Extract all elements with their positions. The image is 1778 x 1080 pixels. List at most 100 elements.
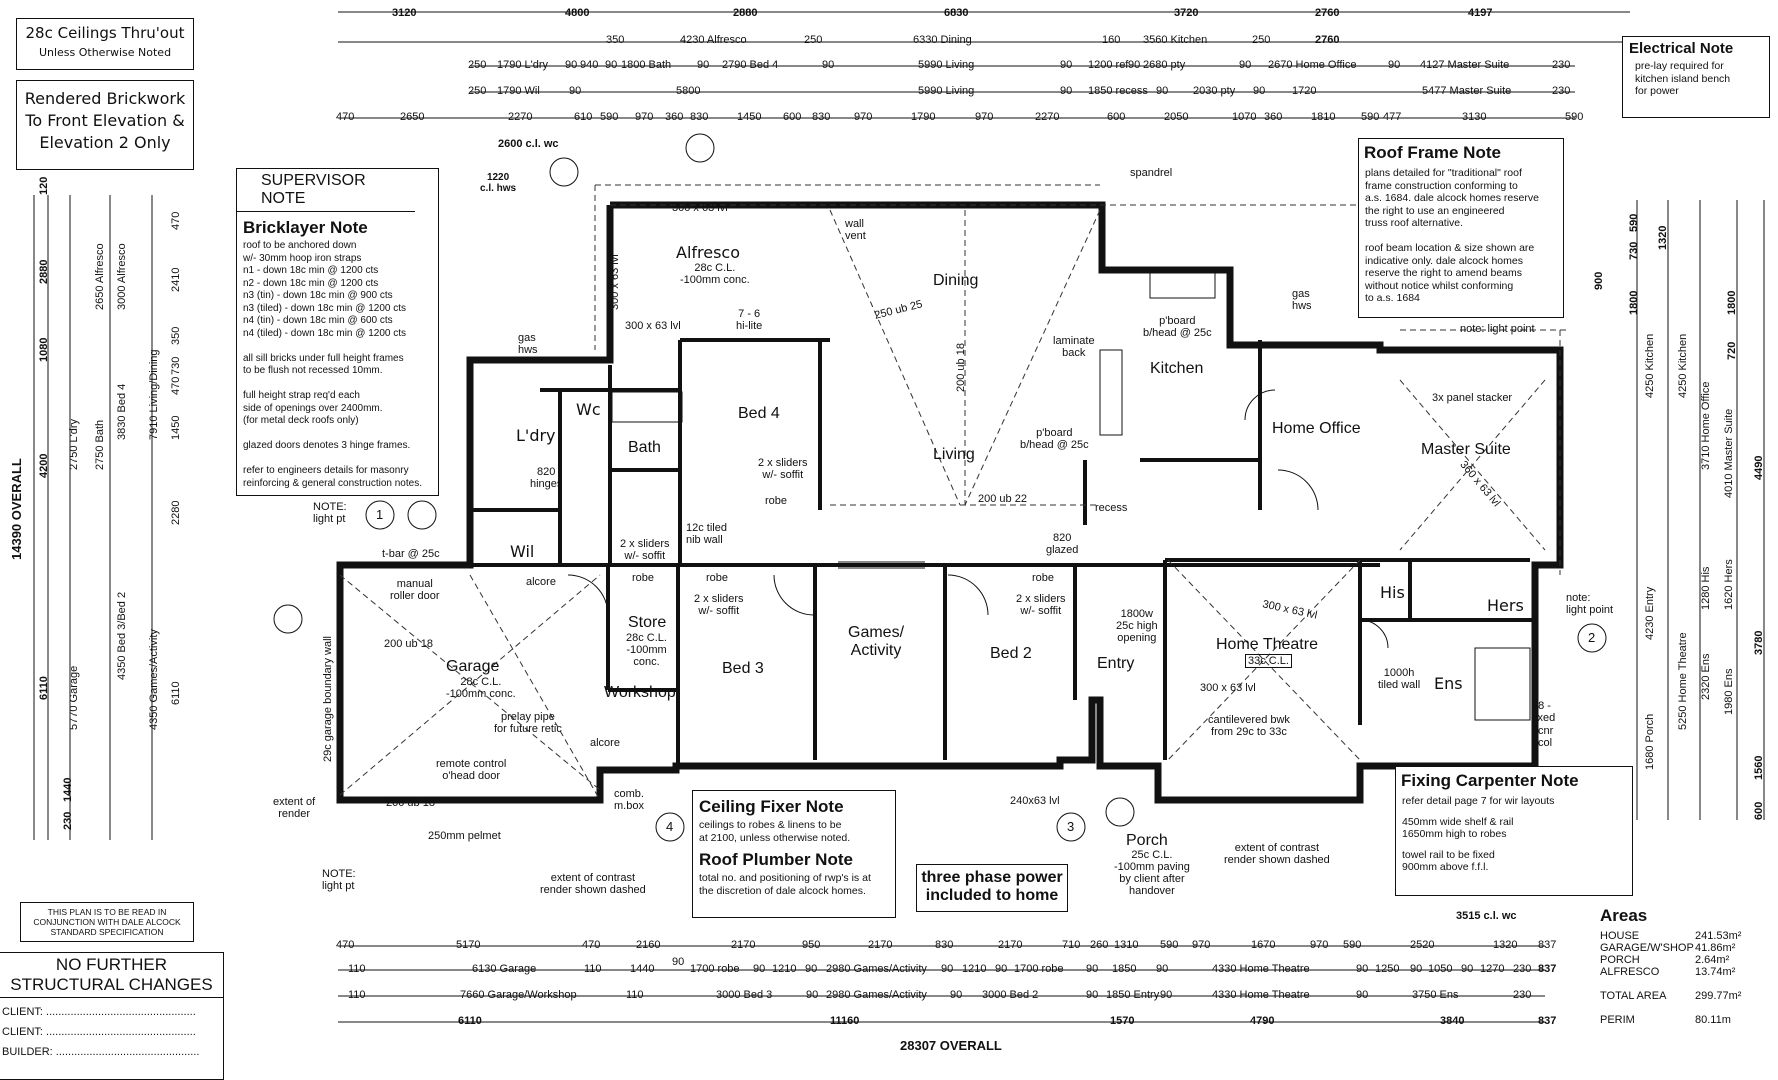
dim: 837 [1538, 939, 1557, 951]
label-boundary-wall: 29c garage boundary wall [322, 636, 334, 762]
room-living: Living [933, 446, 975, 463]
dim: 90 [605, 59, 618, 71]
bricklayer-note-title: Bricklayer Note [243, 218, 368, 237]
label-sliders-bed3: 2 x sliders w/- soffit [694, 593, 744, 617]
dim: 2270 [508, 111, 533, 123]
roof-frame-note: Roof Frame Note plans detailed for "trad… [1358, 138, 1564, 318]
dim: 90 [822, 59, 835, 71]
dim: 1980 Ens [1723, 668, 1735, 715]
label-tbar: t-bar @ 25c [382, 548, 440, 560]
dim: 1850 recess [1088, 85, 1148, 97]
dim: 4250 Kitchen [1644, 333, 1656, 398]
dim: 5990 Living [918, 59, 975, 71]
label-robe-bed4: robe [765, 495, 788, 507]
dim: 830 [690, 111, 709, 123]
dim: 590 [1160, 939, 1179, 951]
label-garage-beam1: 200 ub 18 [384, 638, 433, 650]
room-bed2: Bed 2 [990, 645, 1032, 662]
dim: 2980 Games/Activity [826, 989, 927, 1001]
ceilings-note-line1: 28c Ceilings Thru'out [25, 24, 185, 42]
label-note-light-bot: NOTE: light pt [322, 868, 356, 892]
room-wil: Wil [510, 542, 535, 561]
dim: 3120 [392, 7, 417, 19]
render-note-line1: Rendered Brickwork [24, 89, 186, 108]
dim: 90 [1461, 963, 1474, 975]
dim: 1680 Porch [1644, 713, 1656, 770]
dim: 250 [468, 59, 487, 71]
dim: 970 [854, 111, 873, 123]
dim: 900 [1593, 271, 1605, 290]
label-sliders-bed4: 2 x sliders w/- soffit [758, 457, 808, 481]
dim: 5800 [676, 85, 701, 97]
room-workshop: Workshop [604, 684, 676, 701]
dim: 4197 [1468, 7, 1493, 19]
dim: 90 [995, 963, 1008, 975]
dim: 90 [1356, 989, 1369, 1001]
ceiling-fixer-title: Ceiling Fixer Note [699, 797, 844, 816]
dim: 1320 [1657, 225, 1669, 250]
room-home-theatre-sub: 33c C.L. [1245, 654, 1292, 668]
label-cnr-col: cnr col [1538, 725, 1554, 749]
dim: 3560 Kitchen [1143, 34, 1208, 46]
dim: 6110 [170, 681, 182, 705]
dim: 477 [1383, 111, 1402, 123]
room-ens: Ens [1434, 674, 1463, 693]
dim: 90 [1388, 59, 1401, 71]
dim: 350 [170, 326, 182, 345]
dim: 1800 Bath [621, 59, 672, 71]
room-bath: Bath [628, 439, 661, 456]
dim: 590 [1628, 213, 1640, 232]
dim: 90 [569, 85, 582, 97]
dim: 250 [804, 34, 823, 46]
dim: 2750 Bath [94, 419, 106, 470]
dim: 5990 Living [918, 85, 975, 97]
dim: 970 [1192, 939, 1211, 951]
dim: 940 [580, 59, 599, 71]
dim: 2980 Games/Activity [826, 963, 927, 975]
dim: 1210 [962, 963, 987, 975]
section-marker-1: 1 [376, 507, 384, 522]
room-store: Store [628, 614, 667, 631]
label-gas-hws-left: gas hws [518, 332, 538, 356]
dim: 3830 Bed 4 [116, 383, 128, 440]
room-bed3: Bed 3 [722, 660, 764, 677]
dim: 1310 [1114, 939, 1139, 951]
fixing-carpenter-line2: 450mm wide shelf & rail 1650mm high to r… [1402, 815, 1514, 841]
dim: 7910 Living/Dining [148, 349, 160, 440]
dim: 5477 Master Suite [1422, 85, 1512, 97]
area-value: 241.53m² [1695, 930, 1742, 942]
dim: 90 [1128, 59, 1141, 71]
label-lvl-alf: 300 x 63 lvl [672, 202, 728, 214]
fixing-carpenter-line1: refer detail page 7 for wir layouts [1402, 795, 1555, 807]
dim: 1070 [1232, 111, 1257, 123]
dim: 4250 Kitchen [1677, 333, 1689, 398]
render-note-line2: To Front Elevation & [25, 111, 185, 130]
dim: 1720 [1292, 85, 1317, 97]
dim: 1270 [1480, 963, 1505, 975]
electrical-note-body: pre-lay required for kitchen island benc… [1635, 60, 1731, 97]
dim: 4330 Home Theatre [1212, 963, 1310, 975]
dim: 1810 [1311, 111, 1336, 123]
dim: 1080 [38, 337, 50, 362]
label-lvl-theatre2: 300 x 63 lvl [1200, 682, 1256, 694]
supervisor-note: SUPERVISOR NOTE Bricklayer Note roof to … [236, 168, 439, 496]
label-cl-wc-bottom: 3515 c.l. wc [1456, 910, 1517, 922]
label-pboard-kitchen: p'board b/head @ 25c [1143, 315, 1212, 339]
dim: 2170 [868, 939, 893, 951]
dim: 90 [1086, 963, 1099, 975]
dim: 6830 [944, 7, 969, 19]
dim: 230 [1513, 989, 1532, 1001]
label-contrast-right: extent of contrast render shown dashed [1224, 842, 1330, 866]
label-laminate: laminate back [1053, 335, 1095, 359]
label-glazed: 820 glazed [1046, 532, 1079, 556]
dim: 470 [170, 211, 182, 230]
dim: 5250 Home Theatre [1677, 632, 1689, 730]
render-note-line3: Elevation 2 Only [39, 133, 171, 152]
area-label: GARAGE/W'SHOP [1600, 942, 1694, 954]
room-dining: Dining [933, 272, 979, 289]
dim: 110 [584, 963, 602, 975]
room-ldry: L'dry [516, 426, 556, 445]
dim: 90 [1239, 59, 1252, 71]
label-garage-beam2: 200 ub 18 [386, 797, 435, 809]
dim: 2760 [1315, 34, 1340, 46]
